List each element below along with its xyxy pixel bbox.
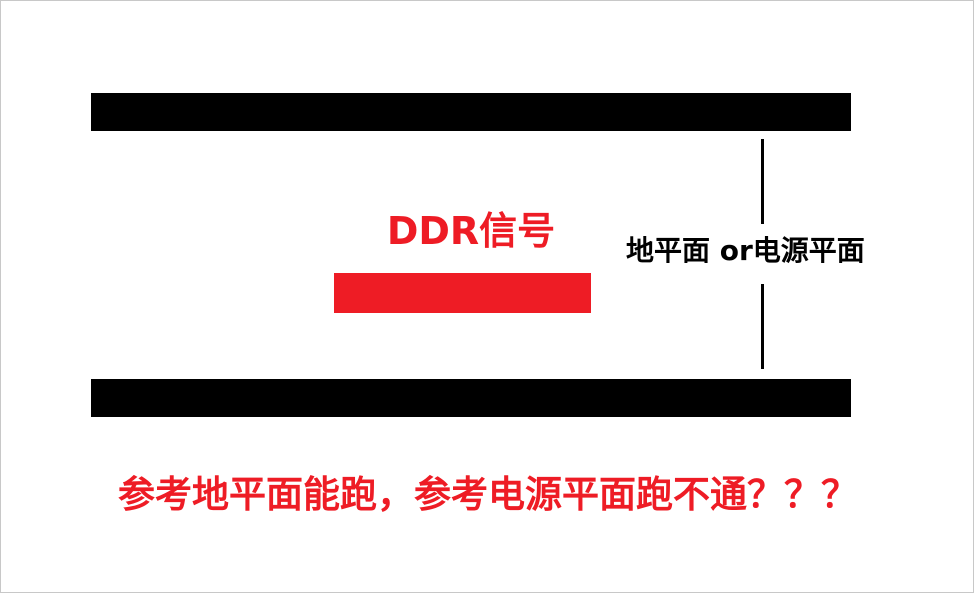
dimension-line-bottom bbox=[761, 284, 764, 369]
dimension-line-top bbox=[761, 139, 764, 224]
ddr-signal-trace bbox=[334, 273, 591, 313]
signal-label: DDR信号 bbox=[386, 209, 556, 253]
plane-label: 地平面 or电源平面 bbox=[626, 234, 865, 267]
bottom-reference-plane bbox=[91, 379, 851, 417]
question-caption: 参考地平面能跑，参考电源平面跑不通？？？ bbox=[118, 473, 858, 516]
top-reference-plane bbox=[91, 93, 851, 131]
